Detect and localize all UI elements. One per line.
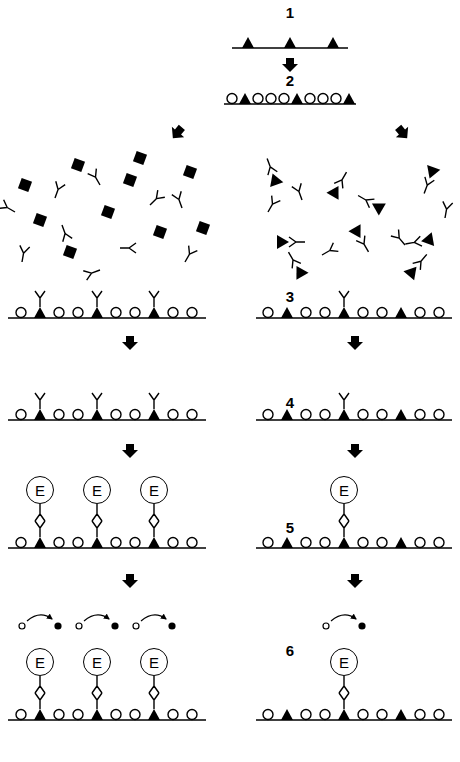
enzyme-letter: E — [149, 483, 159, 498]
step-number: 3 — [286, 289, 294, 304]
step-number: 4 — [286, 395, 294, 410]
enzyme-circle: E — [26, 476, 54, 504]
enzyme-circle: E — [330, 476, 358, 504]
enzyme-circle: E — [83, 648, 111, 676]
enzyme-circle: E — [140, 476, 168, 504]
enzyme-letter: E — [92, 483, 102, 498]
enzyme-letter: E — [35, 655, 45, 670]
enzyme-circle: E — [83, 476, 111, 504]
enzyme-letter: E — [35, 483, 45, 498]
enzyme-circle: E — [330, 648, 358, 676]
enzyme-letter: E — [339, 483, 349, 498]
enzyme-circle: E — [140, 648, 168, 676]
step-number: 6 — [286, 643, 294, 658]
enzyme-letter: E — [92, 655, 102, 670]
enzyme-letter: E — [149, 655, 159, 670]
step-number: 5 — [286, 520, 294, 535]
enzyme-letter: E — [339, 655, 349, 670]
step-number: 2 — [286, 73, 294, 88]
enzyme-circle: E — [26, 648, 54, 676]
step-number: 1 — [286, 5, 294, 20]
